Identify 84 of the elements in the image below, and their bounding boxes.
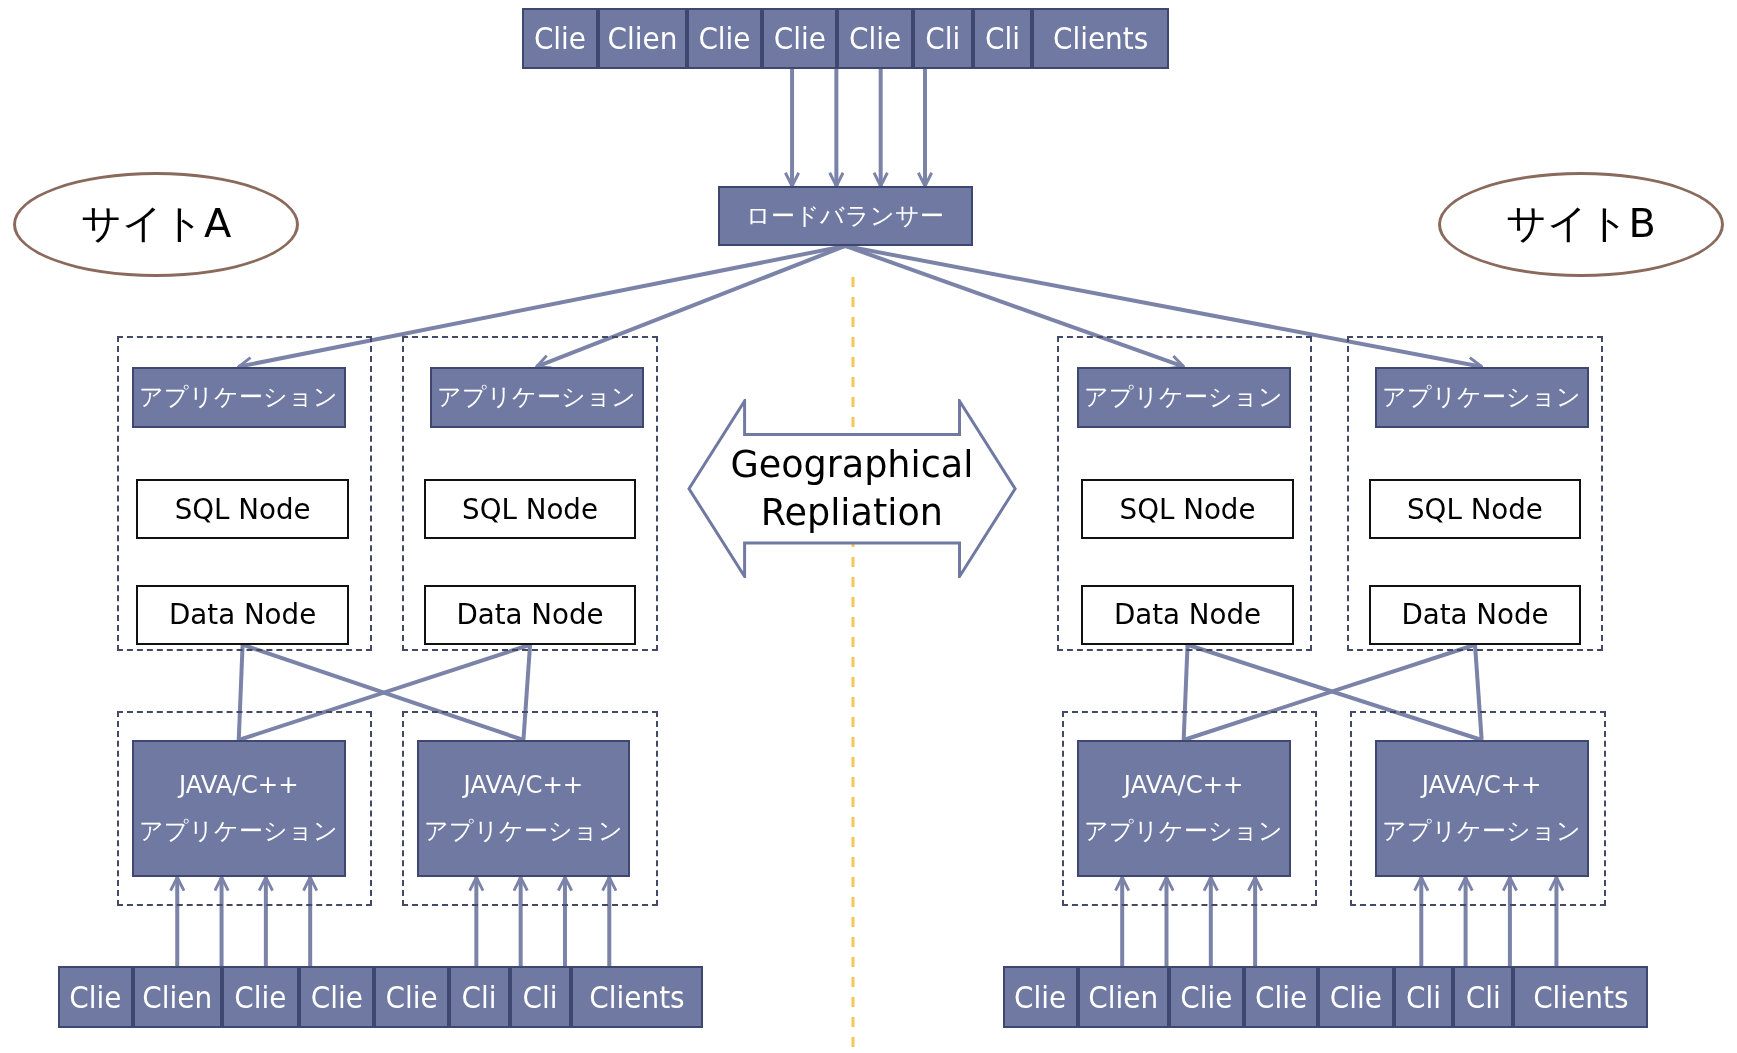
group-box — [1347, 335, 1603, 652]
group-box — [117, 711, 373, 907]
client-box: Cli — [509, 966, 571, 1028]
double-arrow: Geographical Repliation — [686, 398, 1017, 579]
client-box: Clie — [1318, 966, 1394, 1028]
arrow — [468, 875, 485, 966]
group-box — [1062, 711, 1318, 907]
client-box: Cli — [1453, 966, 1514, 1028]
application-box: アプリケーション — [131, 366, 346, 428]
client-box: Clients — [570, 966, 704, 1028]
arrow — [556, 875, 574, 966]
arrow — [1457, 875, 1474, 966]
arrow — [872, 68, 889, 188]
process-box: SQL Node — [1081, 478, 1294, 540]
client-box: Cli — [448, 966, 510, 1028]
application-box: アプリケーション — [1374, 366, 1589, 428]
process-box: Data Node — [424, 584, 636, 645]
arrow — [828, 68, 845, 188]
arrow — [213, 875, 230, 966]
arrow — [916, 68, 934, 188]
box-label: アプリケーション — [1382, 814, 1582, 847]
client-box: Clien — [1077, 966, 1169, 1028]
arrow — [257, 875, 274, 966]
client-box: Clients — [1032, 7, 1169, 69]
process-box: Data Node — [1081, 584, 1294, 645]
application-box — [1076, 740, 1291, 878]
arrow — [601, 875, 618, 966]
application-box: アプリケーション — [1076, 366, 1291, 428]
client-box: Clie — [686, 7, 763, 69]
client-box: Cli — [972, 7, 1033, 69]
client-box: Clien — [132, 966, 222, 1028]
application-box — [1374, 740, 1589, 878]
box-label: JAVA/C++ — [1421, 770, 1542, 800]
client-box: Clie — [1168, 966, 1245, 1028]
arrow — [1413, 875, 1430, 966]
group-box — [1056, 335, 1312, 652]
process-box: SQL Node — [136, 478, 349, 540]
box-label: JAVA/C++ — [178, 770, 299, 800]
group-box — [117, 335, 373, 652]
box-label: アプリケーション — [139, 814, 339, 847]
process-box: SQL Node — [1369, 478, 1581, 540]
site-ellipse: サイトA — [13, 171, 300, 277]
arrow — [1548, 875, 1565, 966]
client-box: Clie — [57, 966, 133, 1028]
box-label: アプリケーション — [1084, 814, 1284, 847]
application-box — [131, 740, 346, 878]
load-balancer-box: ロードバランサー — [717, 186, 973, 246]
group-box — [402, 335, 658, 652]
arrow — [1247, 875, 1264, 966]
client-box: Clie — [837, 7, 913, 69]
arrow — [1158, 875, 1175, 966]
arrow — [1501, 875, 1519, 966]
client-box: Clien — [598, 7, 687, 69]
site-ellipse: サイトB — [1437, 171, 1724, 277]
group-box — [402, 711, 658, 907]
client-box: Clie — [221, 966, 300, 1028]
arrow — [783, 68, 801, 188]
client-box: Clie — [1244, 966, 1319, 1028]
arrow — [302, 875, 319, 966]
client-box: Clie — [521, 7, 599, 69]
client-box: Clie — [762, 7, 838, 69]
process-box: Data Node — [136, 584, 349, 645]
application-box: アプリケーション — [429, 366, 644, 428]
process-box: SQL Node — [424, 478, 636, 540]
client-box: Cli — [912, 7, 973, 69]
connector-line — [521, 644, 533, 741]
client-box: Cli — [1393, 966, 1454, 1028]
connector-line — [1473, 644, 1484, 741]
client-box: Clie — [299, 966, 375, 1028]
arrow — [1114, 875, 1131, 966]
box-label: JAVA/C++ — [1123, 770, 1244, 800]
arrow — [1202, 875, 1219, 966]
connector-line — [236, 644, 245, 741]
connector-line — [1181, 644, 1190, 741]
arrow — [169, 875, 186, 966]
process-box: Data Node — [1369, 584, 1581, 645]
application-box — [416, 740, 631, 878]
client-box: Clie — [1002, 966, 1078, 1028]
group-box — [1350, 711, 1607, 907]
client-box: Clients — [1513, 966, 1649, 1028]
box-label: JAVA/C++ — [463, 770, 584, 800]
box-label: アプリケーション — [423, 814, 623, 847]
client-box: Clie — [374, 966, 449, 1028]
arrow — [512, 875, 529, 966]
